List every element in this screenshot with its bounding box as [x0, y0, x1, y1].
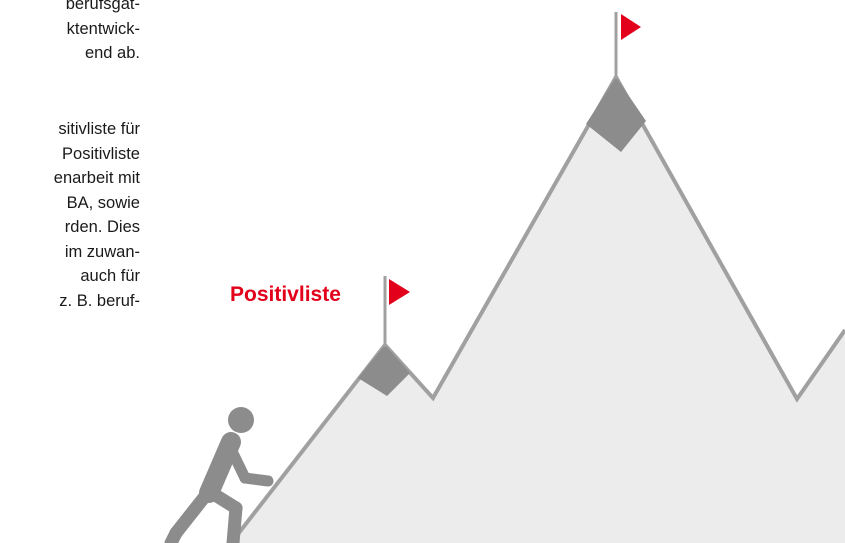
text-line: ktentwick- — [66, 19, 140, 38]
text-line: sitivliste für — [58, 120, 140, 138]
text-line: Positivliste — [62, 144, 140, 163]
flag-icon — [621, 14, 641, 40]
text-line: rden. Dies — [64, 218, 140, 236]
text-line: im zuwan- — [64, 242, 140, 261]
text-line: z. B. beruf- — [59, 291, 140, 310]
positivliste-label: Positivliste — [230, 283, 341, 306]
text-line: auch für — [80, 267, 140, 285]
paragraph-1: berufsgat- ktentwick- end ab. — [0, 0, 140, 66]
snowcap-small — [358, 345, 410, 396]
flag-icon — [389, 279, 410, 305]
text-line: end ab. — [84, 44, 140, 62]
paragraph-2: sitivliste für Positivliste enarbeit mit… — [0, 117, 140, 313]
text-line: berufsgat- — [65, 0, 140, 13]
climber-icon — [164, 407, 274, 543]
text-line: BA, sowie — [66, 193, 140, 212]
snowcap-large — [586, 77, 646, 152]
text-line: enarbeit mit — [53, 169, 140, 187]
mountain-range — [231, 77, 845, 543]
